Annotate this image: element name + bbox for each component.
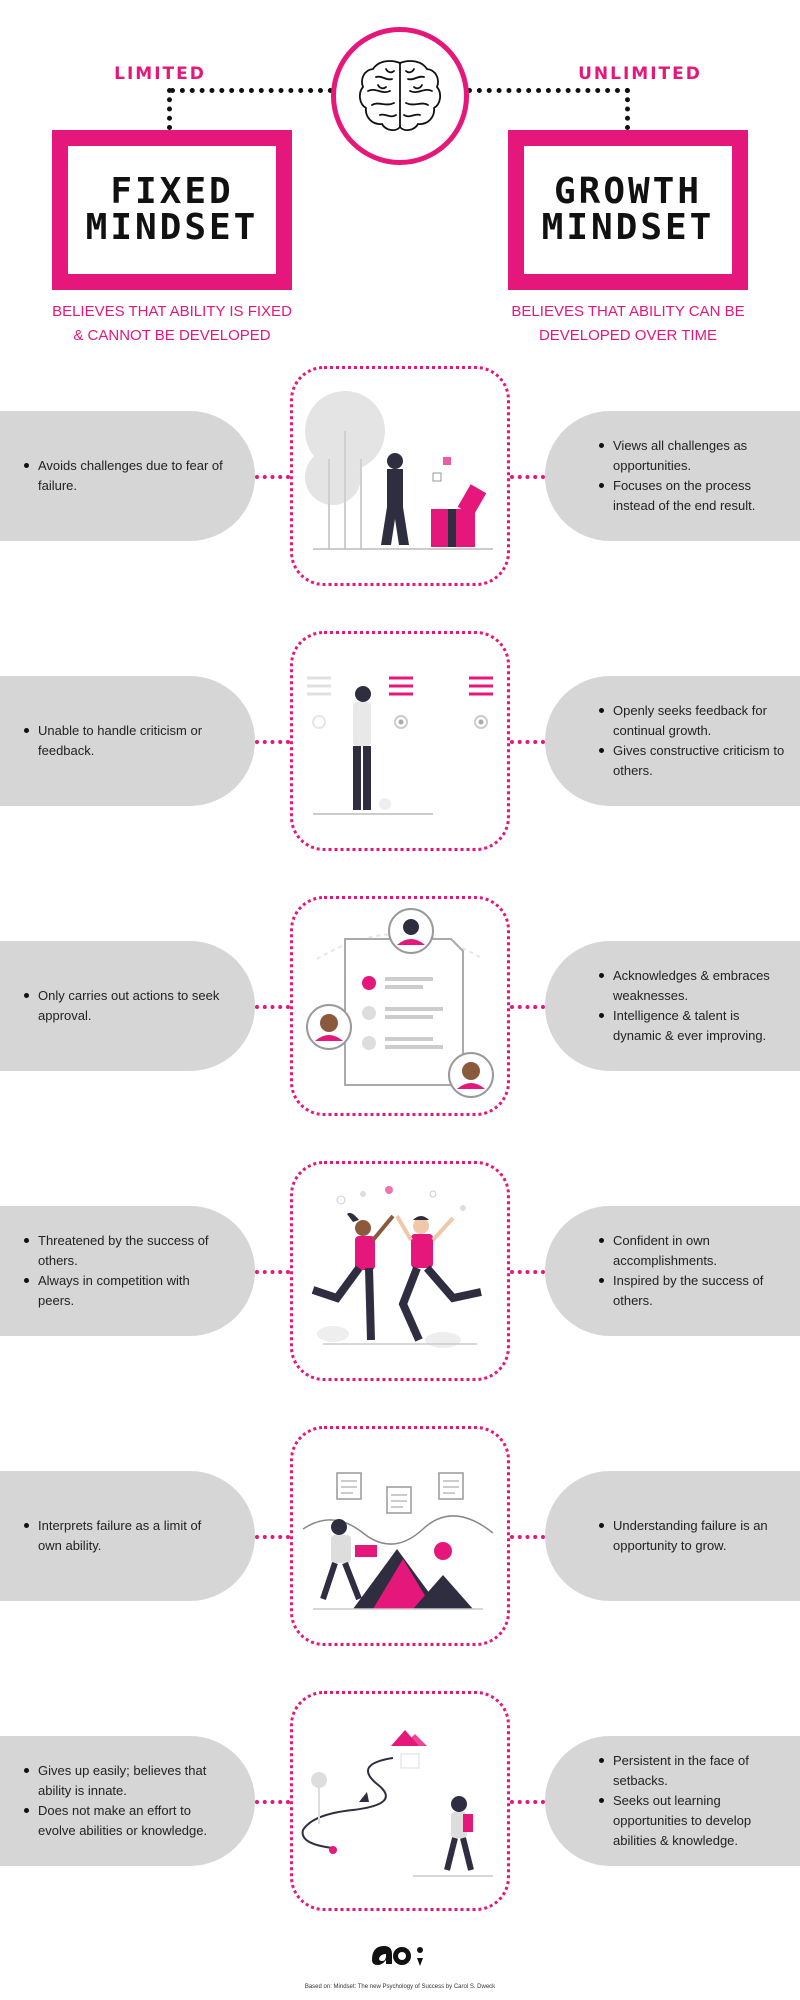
list-item: Intelligence & talent is dynamic & ever …	[599, 1006, 790, 1046]
fixed-trait-card-3: Only carries out actions to seek approva…	[0, 941, 255, 1071]
fixed-belief-line1: BELIEVES THAT ABILITY IS FIXED	[52, 303, 292, 320]
celebration-illustration	[311, 1186, 482, 1348]
connector-left-v	[167, 88, 172, 130]
connector-right-h	[467, 88, 630, 93]
limited-label: LIMITED	[114, 64, 206, 84]
growth-trait-card-1: Views all challenges as opportunities. F…	[545, 411, 800, 541]
list-item: Unable to handle criticism or feedback.	[24, 721, 225, 761]
fixed-title-line1: FIXED	[110, 171, 234, 212]
illustration-frame-1	[290, 366, 510, 586]
growth-trait-card-6: Persistent in the face of setbacks. Seek…	[545, 1736, 800, 1866]
growth-title-line2: MINDSET	[541, 207, 715, 248]
connector	[255, 1800, 290, 1804]
connector	[510, 740, 545, 744]
list-item: Understanding failure is an opportunity …	[599, 1516, 790, 1556]
list-item: Gives constructive criticism to others.	[599, 741, 790, 781]
list-item: Openly seeks feedback for continual grow…	[599, 701, 790, 741]
list-item: Only carries out actions to seek approva…	[24, 986, 225, 1026]
brand-logo	[370, 1938, 430, 1968]
growth-trait-card-2: Openly seeks feedback for continual grow…	[545, 676, 800, 806]
list-item: Seeks out learning opportunities to deve…	[599, 1791, 790, 1851]
illustration-frame-6	[290, 1691, 510, 1911]
growth-trait-card-5: Understanding failure is an opportunity …	[545, 1471, 800, 1601]
illustration-frame-3	[290, 896, 510, 1116]
growth-trait-card-3: Acknowledges & embraces weaknesses. Inte…	[545, 941, 800, 1071]
connector	[510, 1535, 545, 1539]
brain-icon	[359, 60, 441, 131]
connector	[510, 1005, 545, 1009]
list-item: Acknowledges & embraces weaknesses.	[599, 966, 790, 1006]
fixed-trait-card-2: Unable to handle criticism or feedback.	[0, 676, 255, 806]
connector-right-v	[625, 88, 630, 130]
list-item: Inspired by the success of others.	[599, 1271, 790, 1311]
list-item: Interprets failure as a limit of own abi…	[24, 1516, 225, 1556]
fixed-belief-line2: & CANNOT BE DEVELOPED	[73, 327, 271, 344]
growth-title-line1: GROWTH	[553, 171, 703, 212]
unlimited-label: UNLIMITED	[578, 64, 702, 84]
checklist-illustration	[306, 908, 494, 1098]
illustration-frame-4	[290, 1161, 510, 1381]
illustration-frame-2	[290, 631, 510, 851]
growth-belief-line1: BELIEVES THAT ABILITY CAN BE	[511, 303, 745, 320]
connector	[255, 475, 290, 479]
connector	[255, 1005, 290, 1009]
brand-logo-icon	[372, 1946, 423, 1966]
connector	[510, 1800, 545, 1804]
list-item: Gives up easily; believes that ability i…	[24, 1761, 225, 1801]
path-illustration	[301, 1730, 493, 1877]
list-item: Persistent in the face of setbacks.	[599, 1751, 790, 1791]
list-item: Does not make an effort to evolve abilit…	[24, 1801, 225, 1841]
fixed-belief: BELIEVES THAT ABILITY IS FIXED & CANNOT …	[42, 300, 302, 348]
connector	[255, 1535, 290, 1539]
fixed-trait-card-1: Avoids challenges due to fear of failure…	[0, 411, 255, 541]
list-item: Always in competition with peers.	[24, 1271, 225, 1311]
fixed-mindset-box: FIXED MINDSET	[52, 130, 292, 290]
fixed-trait-card-4: Threatened by the success of others. Alw…	[0, 1206, 255, 1336]
fixed-title-line2: MINDSET	[85, 207, 259, 248]
gift-illustration	[305, 391, 493, 550]
brain-badge	[331, 27, 469, 165]
fixed-trait-card-6: Gives up easily; believes that ability i…	[0, 1736, 255, 1866]
growth-belief: BELIEVES THAT ABILITY CAN BE DEVELOPED O…	[498, 300, 758, 348]
presentation-illustration	[302, 1472, 494, 1610]
connector-left-h	[170, 88, 333, 93]
list-item: Focuses on the process instead of the en…	[599, 476, 790, 516]
growth-trait-card-4: Confident in own accomplishments. Inspir…	[545, 1206, 800, 1336]
illustration-frame-5	[290, 1426, 510, 1646]
list-item: Views all challenges as opportunities.	[599, 436, 790, 476]
list-item: Confident in own accomplishments.	[599, 1231, 790, 1271]
connector	[255, 1270, 290, 1274]
growth-belief-line2: DEVELOPED OVER TIME	[538, 327, 718, 344]
menu-illustration	[307, 676, 493, 815]
list-item: Threatened by the success of others.	[24, 1231, 225, 1271]
connector	[510, 1270, 545, 1274]
list-item: Avoids challenges due to fear of failure…	[24, 456, 225, 496]
fixed-trait-card-5: Interprets failure as a limit of own abi…	[0, 1471, 255, 1601]
connector	[255, 740, 290, 744]
connector	[510, 475, 545, 479]
growth-mindset-box: GROWTH MINDSET	[508, 130, 748, 290]
source-note: Based on: Mindset: The new Psychology of…	[304, 1984, 496, 1990]
